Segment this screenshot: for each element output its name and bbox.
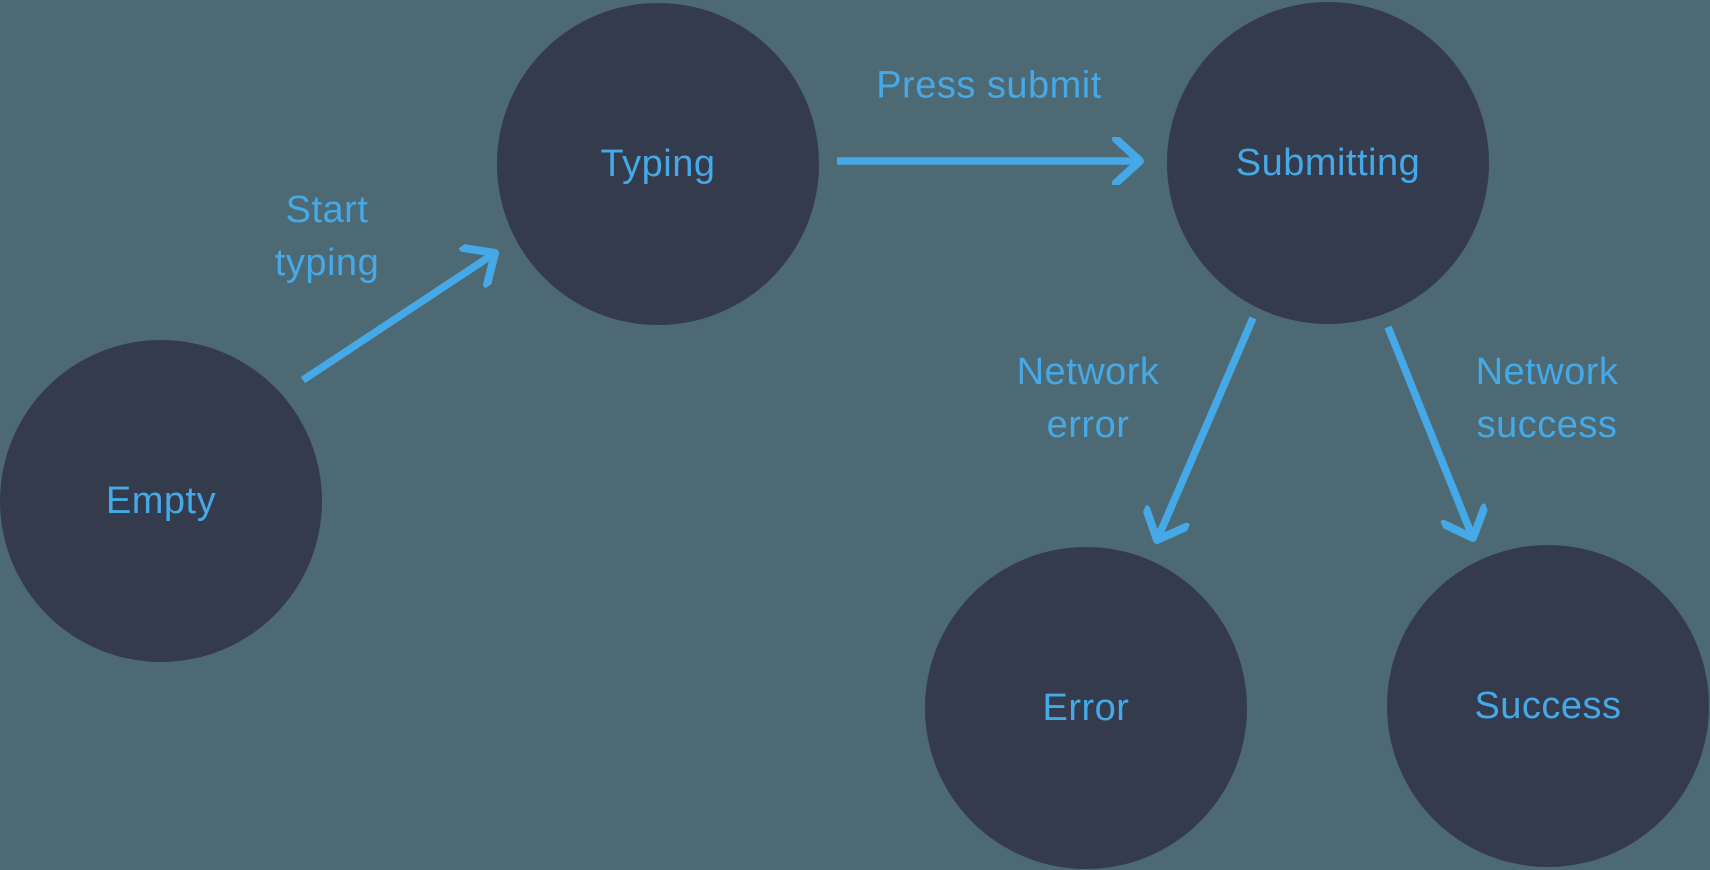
state-node-typing: Typing: [497, 3, 819, 325]
state-node-submitting: Submitting: [1167, 2, 1489, 324]
transition-label-network-error: Network error: [1016, 350, 1160, 446]
state-label-error: Error: [1042, 686, 1130, 729]
state-node-error: Error: [925, 547, 1247, 869]
transition-label-network-success: Network success: [1475, 350, 1619, 446]
transition-label-start-typing: Start typing: [274, 188, 380, 284]
state-node-success: Success: [1387, 545, 1709, 867]
state-label-success: Success: [1474, 684, 1622, 727]
state-label-typing: Typing: [600, 142, 716, 185]
state-node-empty: Empty: [0, 340, 322, 662]
transition-label-press-submit: Press submit: [876, 64, 1102, 107]
state-label-empty: Empty: [105, 479, 217, 522]
state-label-submitting: Submitting: [1235, 141, 1421, 184]
